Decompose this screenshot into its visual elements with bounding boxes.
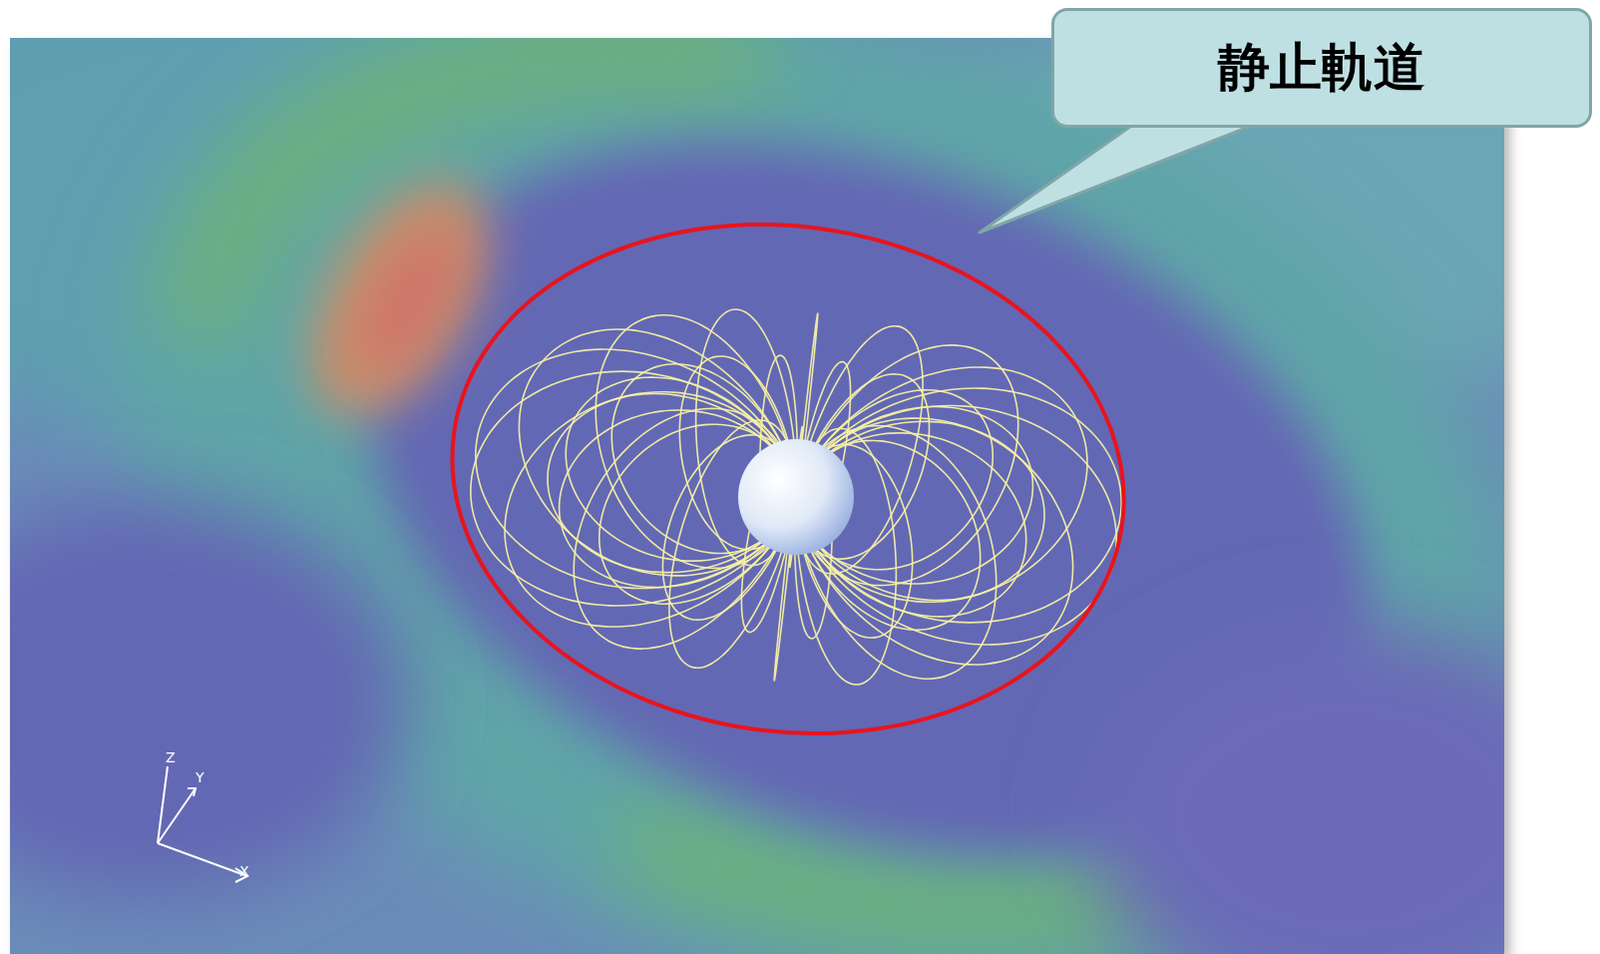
axis-triad <box>157 766 248 882</box>
orbit-ellipse <box>418 181 1158 776</box>
axis-label: Y <box>195 770 205 785</box>
callout-box: 静止軌道 <box>1051 7 1593 128</box>
field-line <box>797 417 1074 665</box>
earth-sphere <box>738 438 854 555</box>
callout-tail <box>979 121 1262 233</box>
callout-text: 静止軌道 <box>1217 38 1426 96</box>
field-line <box>518 329 796 576</box>
field-lines <box>470 309 1122 685</box>
axis-label: Z <box>165 750 176 765</box>
plasma-field <box>9 37 1505 954</box>
axis-label: X <box>239 863 250 878</box>
